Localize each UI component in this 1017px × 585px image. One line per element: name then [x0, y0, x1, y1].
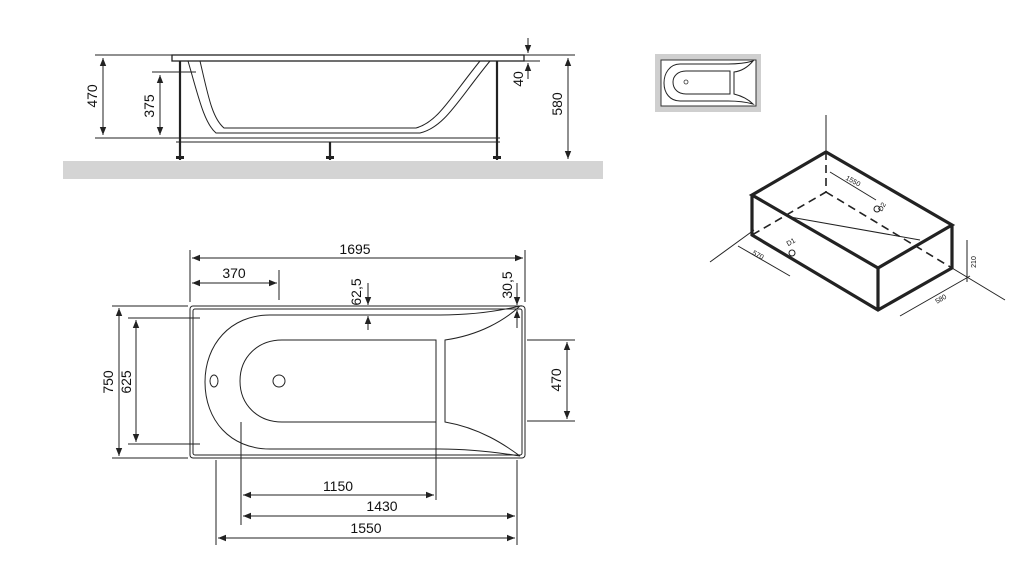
tub-outline	[189, 305, 526, 459]
iso-guide	[789, 216, 921, 241]
tub-shell-inner	[199, 60, 481, 129]
dim-bottom-1150: 1150	[323, 478, 353, 494]
dim-side-375: 375	[141, 94, 157, 118]
foot-pad-left	[176, 156, 184, 159]
dim-side-40: 40	[510, 71, 526, 87]
iso-port-d2: D2	[877, 202, 888, 213]
foot-pad-middle	[326, 156, 334, 159]
overflow-oval	[209, 374, 219, 388]
basin-floor	[239, 339, 437, 423]
dim-top-625: 625	[118, 370, 134, 394]
iso-dim-210: 210	[971, 256, 978, 268]
foot-pad-right	[493, 156, 501, 159]
iso-axis-left	[709, 229, 755, 263]
dim-bottom-1430: 1430	[366, 498, 397, 514]
iso-axis-right	[951, 267, 1006, 301]
tub-rim-inner	[192, 308, 523, 456]
port-d2-circle	[873, 205, 881, 213]
tub-thumbnail	[655, 54, 761, 112]
top-view: 1695 370 62,5 30,5 750 625 470 1150	[100, 241, 575, 545]
dim-top-370: 370	[222, 265, 246, 281]
port-d1-circle	[788, 249, 796, 257]
dim-top-750: 750	[100, 370, 116, 394]
side-view: 470 375 40 580	[63, 38, 603, 179]
iso-dim-1550-line	[829, 171, 877, 201]
iso-dim-570: 570	[751, 250, 765, 262]
dim-top-470: 470	[548, 368, 564, 392]
dim-top-62-5: 62,5	[348, 278, 364, 305]
dim-bottom-1550: 1550	[350, 520, 381, 536]
iso-box	[748, 150, 956, 312]
iso-dim-580: 580	[934, 294, 948, 306]
dim-side-580: 580	[549, 92, 565, 116]
iso-hidden-edges	[751, 152, 953, 269]
iso-dim-580-line	[899, 275, 971, 317]
floor-band	[63, 161, 603, 179]
dim-top-1695: 1695	[339, 241, 370, 257]
drain-circle	[272, 374, 286, 388]
tub-rim	[171, 54, 525, 62]
iso-dim-570-line	[737, 245, 791, 277]
dim-side-470: 470	[84, 84, 100, 108]
basin-outline	[204, 305, 522, 457]
tub-shell	[187, 60, 491, 134]
iso-dim-1550: 1550	[844, 175, 861, 189]
iso-view: 1550 570 580 210 D2 D1	[709, 115, 1006, 317]
dim-top-30-5: 30,5	[499, 271, 515, 298]
iso-port-d1: D1	[786, 237, 797, 248]
